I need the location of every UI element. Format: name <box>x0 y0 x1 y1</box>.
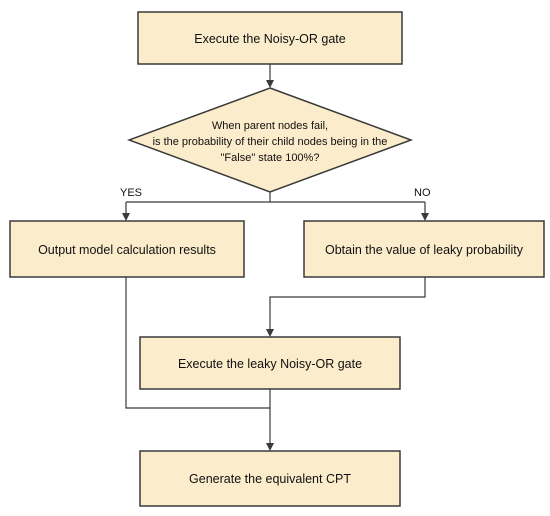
generate-cpt-box <box>139 450 401 507</box>
output-results-node: Output model calculation results <box>9 220 245 278</box>
edge-obtain-to-leaky-gate <box>269 277 426 330</box>
leaky-gate-box <box>139 336 401 390</box>
edge-yes-arrowhead <box>122 213 130 221</box>
start-node: Execute the Noisy-OR gate <box>137 11 403 65</box>
leaky-gate-label: Execute the leaky Noisy-OR gate <box>178 357 362 371</box>
output-results-label: Output model calculation results <box>38 243 216 257</box>
generate-cpt-node: Generate the equivalent CPT <box>139 450 401 507</box>
start-node-box <box>137 11 403 65</box>
obtain-leaky-node: Obtain the value of leaky probability <box>303 220 545 278</box>
edge-no-arrowhead <box>421 213 429 221</box>
obtain-leaky-label: Obtain the value of leaky probability <box>325 243 524 257</box>
output-results-box <box>9 220 245 278</box>
obtain-leaky-box <box>303 220 545 278</box>
edge-leaky-gate-to-generate-arrowhead <box>266 443 274 451</box>
start-node-label: Execute the Noisy-OR gate <box>194 32 346 46</box>
decision-line-1: When parent nodes fail, <box>212 120 328 132</box>
branch-no-label: NO <box>414 187 431 199</box>
branch-yes-label: YES <box>120 187 142 199</box>
edge-output-to-merge <box>125 277 270 409</box>
edge-start-to-decision-arrowhead <box>266 80 274 88</box>
leaky-gate-node: Execute the leaky Noisy-OR gate <box>139 336 401 390</box>
decision-line-2: is the probability of their child nodes … <box>153 136 388 148</box>
generate-cpt-label: Generate the equivalent CPT <box>189 472 351 486</box>
decision-line-3: "False" state 100%? <box>221 152 320 164</box>
decision-node: When parent nodes fail, is the probabili… <box>126 87 414 193</box>
edge-obtain-to-leaky-gate-arrowhead <box>266 329 274 337</box>
